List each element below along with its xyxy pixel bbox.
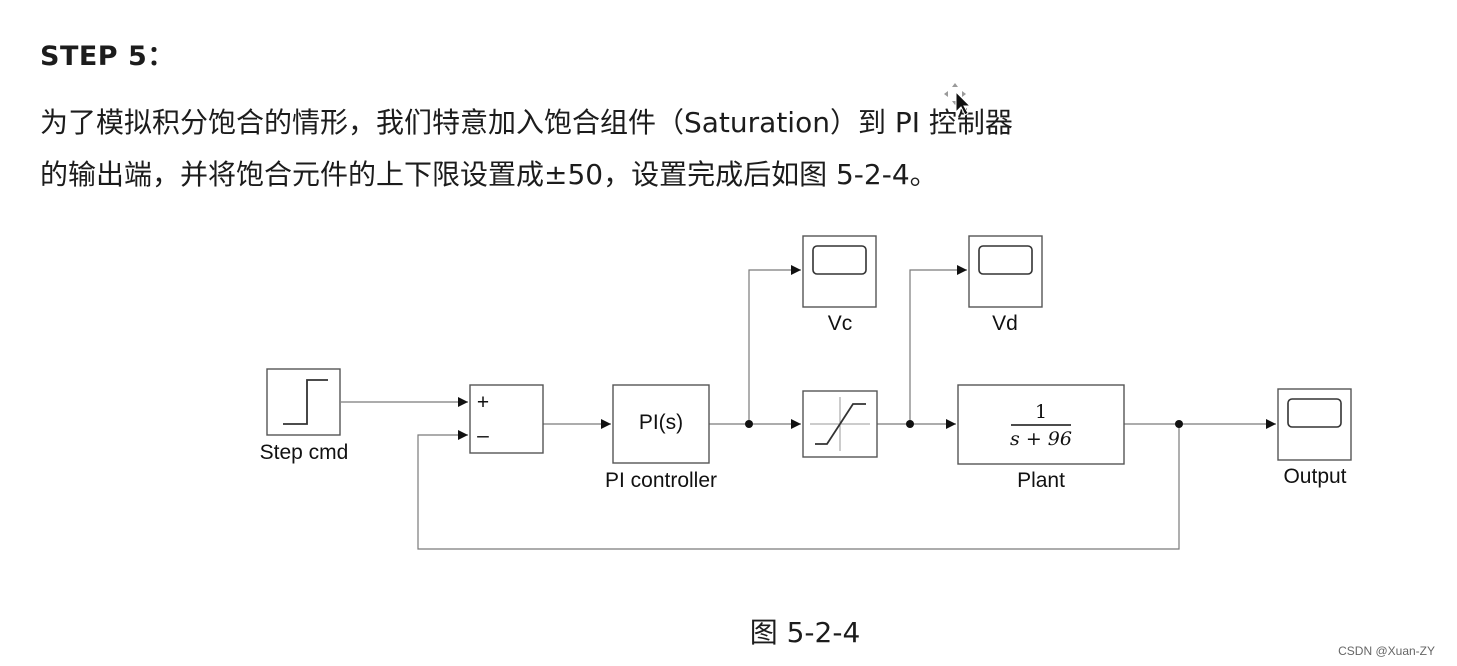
scope-vd-screen-icon [978,245,1033,275]
branch-point-vc [745,420,753,428]
sum-plus-sign: + [477,391,489,414]
sum-block: + – [469,384,544,454]
branch-point-vd [906,420,914,428]
sum-minus-sign: – [477,424,489,447]
signal-wires [341,265,1276,550]
pi-controller-block: PI(s) PI controller [605,384,717,492]
pi-controller-label: PI controller [605,469,717,492]
step-icon [283,379,328,425]
scope-output-label: Output [1283,465,1346,488]
pi-block-text: PI(s) [639,411,683,434]
step-block: Step cmd [260,368,349,464]
saturation-icon [815,403,866,445]
step-label: Step cmd [260,441,349,464]
move-cursor-icon [943,82,973,120]
plant-numerator: 1 [1035,401,1047,423]
plant-block: 1 s + 96 Plant [957,384,1125,492]
scope-vd-label: Vd [992,312,1018,335]
description-line-2: 的输出端，并将饱合元件的上下限设置成±50，设置完成后如图 5-2-4。 [40,158,938,191]
scope-vc: Vc [802,235,877,335]
scope-output-screen-icon [1287,398,1342,428]
watermark: CSDN @Xuan-ZY [1338,644,1435,658]
step-heading: STEP 5： [40,41,175,72]
wire-feedback [417,424,1180,550]
saturation-block [802,390,878,458]
branch-point-output [1175,420,1183,428]
figure-caption: 图 5-2-4 [749,616,861,649]
scope-vc-screen-icon [812,245,867,275]
plant-denominator: s + 96 [1010,428,1072,450]
wire-branch-to-vd [909,265,967,424]
scope-vc-label: Vc [828,312,853,335]
plant-label: Plant [1017,469,1065,492]
wire-branch-to-vc [748,265,801,424]
description-line-1: 为了模拟积分饱合的情形，我们特意加入饱合组件（Saturation）到 PI 控… [40,106,1013,139]
scope-vd: Vd [968,235,1043,335]
scope-output: Output [1277,388,1352,488]
